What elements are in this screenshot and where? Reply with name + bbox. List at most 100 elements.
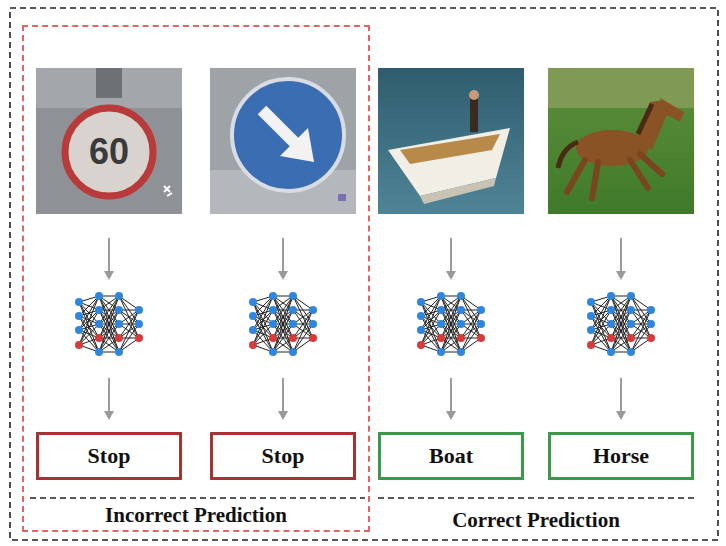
- network-neuron: [417, 298, 425, 306]
- network-neuron: [115, 306, 123, 314]
- network-neuron: [437, 348, 445, 356]
- horse-image: [548, 68, 694, 214]
- network-link: [421, 330, 441, 352]
- divider-line: [378, 497, 696, 499]
- network-neuron: [647, 306, 655, 314]
- network-neuron: [115, 292, 123, 300]
- network-neuron: [647, 320, 655, 328]
- network-icons: [75, 238, 655, 420]
- network-link: [611, 310, 631, 352]
- network-neuron: [249, 312, 257, 320]
- network-neuron: [95, 320, 103, 328]
- network-link: [99, 310, 119, 352]
- arrow-head: [616, 411, 626, 420]
- network-neuron: [269, 334, 277, 342]
- network-neuron: [135, 306, 143, 314]
- network-link: [119, 310, 139, 352]
- network-neuron: [587, 312, 595, 320]
- network-neuron: [289, 306, 297, 314]
- network-neuron: [457, 306, 465, 314]
- network-neuron: [437, 306, 445, 314]
- network-link: [591, 324, 611, 345]
- arrow-head: [616, 271, 626, 280]
- outer-border: [10, 8, 718, 540]
- network-neuron: [289, 292, 297, 300]
- network-link: [79, 324, 99, 345]
- network-neuron: [477, 334, 485, 342]
- divider-line: [30, 497, 365, 499]
- group-title: Incorrect Prediction: [24, 503, 368, 528]
- network-neuron: [647, 334, 655, 342]
- network-link: [441, 310, 461, 352]
- group-title: Correct Prediction: [452, 508, 620, 533]
- network-link: [591, 330, 611, 352]
- network-link: [631, 310, 651, 352]
- network-neuron: [587, 298, 595, 306]
- network-link: [421, 324, 441, 345]
- prediction-label: Stop: [88, 443, 131, 469]
- arrow-head: [278, 411, 288, 420]
- network-neuron: [269, 292, 277, 300]
- network-neuron: [95, 334, 103, 342]
- network-neuron: [309, 320, 317, 328]
- network-neuron: [95, 306, 103, 314]
- incorrect-region: Incorrect Prediction Stop Stop: [22, 25, 370, 532]
- arrow-head: [446, 411, 456, 420]
- prediction-label: Stop: [262, 443, 305, 469]
- network-neuron: [437, 334, 445, 342]
- network-neuron: [135, 334, 143, 342]
- network-link: [79, 330, 99, 352]
- network-neuron: [607, 306, 615, 314]
- network-neuron: [417, 312, 425, 320]
- direction-sign-image: [210, 68, 356, 214]
- prediction-box: Boat: [378, 432, 524, 480]
- network-neuron: [627, 334, 635, 342]
- network-neuron: [607, 334, 615, 342]
- network-neuron: [477, 320, 485, 328]
- network-neuron: [269, 306, 277, 314]
- network-neuron: [289, 320, 297, 328]
- network-link: [293, 310, 313, 352]
- network-neuron: [587, 341, 595, 349]
- network-neuron: [115, 348, 123, 356]
- arrow-head: [104, 411, 114, 420]
- flow-arrow: [450, 238, 452, 272]
- arrow-head: [104, 271, 114, 280]
- network-neuron: [269, 320, 277, 328]
- flow-arrow: [282, 238, 284, 272]
- arrow-head: [278, 271, 288, 280]
- flow-arrow: [450, 378, 452, 412]
- network-neuron: [457, 292, 465, 300]
- network-neuron: [627, 320, 635, 328]
- network-neuron: [607, 292, 615, 300]
- network-neuron: [75, 298, 83, 306]
- network-neuron: [457, 334, 465, 342]
- network-neuron: [607, 348, 615, 356]
- prediction-label: Horse: [593, 443, 649, 469]
- network-neuron: [289, 348, 297, 356]
- prediction-box: Horse: [548, 432, 694, 480]
- network-neuron: [457, 320, 465, 328]
- network-neuron: [417, 341, 425, 349]
- network-neuron: [309, 306, 317, 314]
- network-neuron: [269, 348, 277, 356]
- boat-image: [378, 68, 524, 214]
- sign-number: 60: [89, 131, 129, 173]
- prediction-box: Stop: [36, 432, 182, 480]
- network-neuron: [115, 334, 123, 342]
- network-neuron: [249, 326, 257, 334]
- flow-arrow: [108, 238, 110, 272]
- network-neuron: [437, 320, 445, 328]
- network-neuron: [627, 348, 635, 356]
- network-link: [253, 330, 273, 352]
- network-link: [253, 324, 273, 345]
- network-neuron: [627, 306, 635, 314]
- network-neuron: [457, 348, 465, 356]
- network-neuron: [249, 298, 257, 306]
- network-neuron: [75, 312, 83, 320]
- network-neuron: [587, 326, 595, 334]
- network-link: [461, 310, 481, 352]
- network-neuron: [309, 334, 317, 342]
- network-neuron: [417, 326, 425, 334]
- network-neuron: [115, 320, 123, 328]
